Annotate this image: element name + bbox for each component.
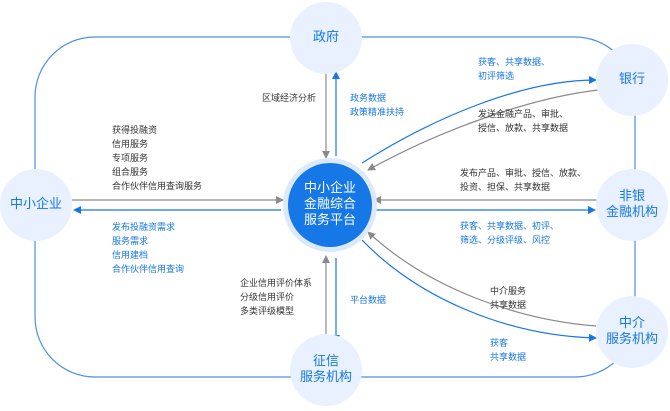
intermediary-label-line2: 服务机构 (605, 332, 658, 347)
inter-to-center-line (367, 231, 597, 327)
intermediary-inbound-label: 获客 共享数据 (490, 339, 527, 363)
credit-node: 征信 服务机构 (290, 334, 362, 406)
nonbank-node: 非银 金融机构 (596, 169, 668, 241)
sme-node: 中小企业 (0, 169, 72, 241)
platform-center-node: 中小企业 金融综合 服务平台 (288, 163, 372, 247)
nonbank-label-line2: 金融机构 (605, 205, 658, 220)
credit-label-line2: 服务机构 (299, 370, 352, 385)
government-node: 政府 (290, 2, 362, 74)
bank-inbound-label: 获客、共享数据、 初评筛选 (478, 58, 551, 82)
credit-label-line1: 征信 (312, 353, 339, 369)
intermediary-outbound-label: 中介服务 共享数据 (490, 287, 527, 311)
bank-node: 银行 (596, 44, 668, 116)
center-label-line2: 金融综合 (303, 196, 356, 212)
government-label: 政府 (312, 29, 339, 45)
gov-regional-analysis-label: 区域经济分析 (262, 94, 317, 104)
center-label-line1: 中小企业 (303, 180, 356, 196)
sme-label: 中小企业 (9, 196, 62, 212)
sme-services-label: 获得投融资 信用服务 专项服务 组合服务 合作伙伴信用查询服务 (112, 126, 203, 192)
center-to-inter-line (361, 239, 597, 342)
nonbank-label-line1: 非银 (618, 188, 645, 204)
nonbank-outbound-label: 发布产品、审批、授信、放款、 投资、担保、共享数据 (460, 169, 587, 193)
bank-to-center-line (367, 89, 599, 171)
bank-outbound-label: 发送金融产品、审批、 授信、放款、共享数据 (478, 110, 569, 134)
credit-inbound-label: 平台数据 (350, 296, 387, 306)
center-label-line3: 服务平台 (303, 213, 356, 229)
center-to-bank-line (361, 76, 597, 164)
sme-demands-label: 发布投融资需求 服务需求 信用建档 合作伙伴信用查询 (112, 223, 185, 275)
nonbank-inbound-label: 获客、共享数据、初评、 筛选、分级评级、风控 (460, 222, 560, 246)
intermediary-label-line1: 中介 (618, 315, 645, 331)
bank-label: 银行 (618, 71, 645, 87)
gov-data-label: 政务数据 政策精准扶持 (350, 94, 405, 118)
intermediary-node: 中介 服务机构 (596, 296, 668, 368)
credit-outbound-label: 企业信用评价体系 分级信用评价 多类评级模型 (240, 279, 313, 317)
